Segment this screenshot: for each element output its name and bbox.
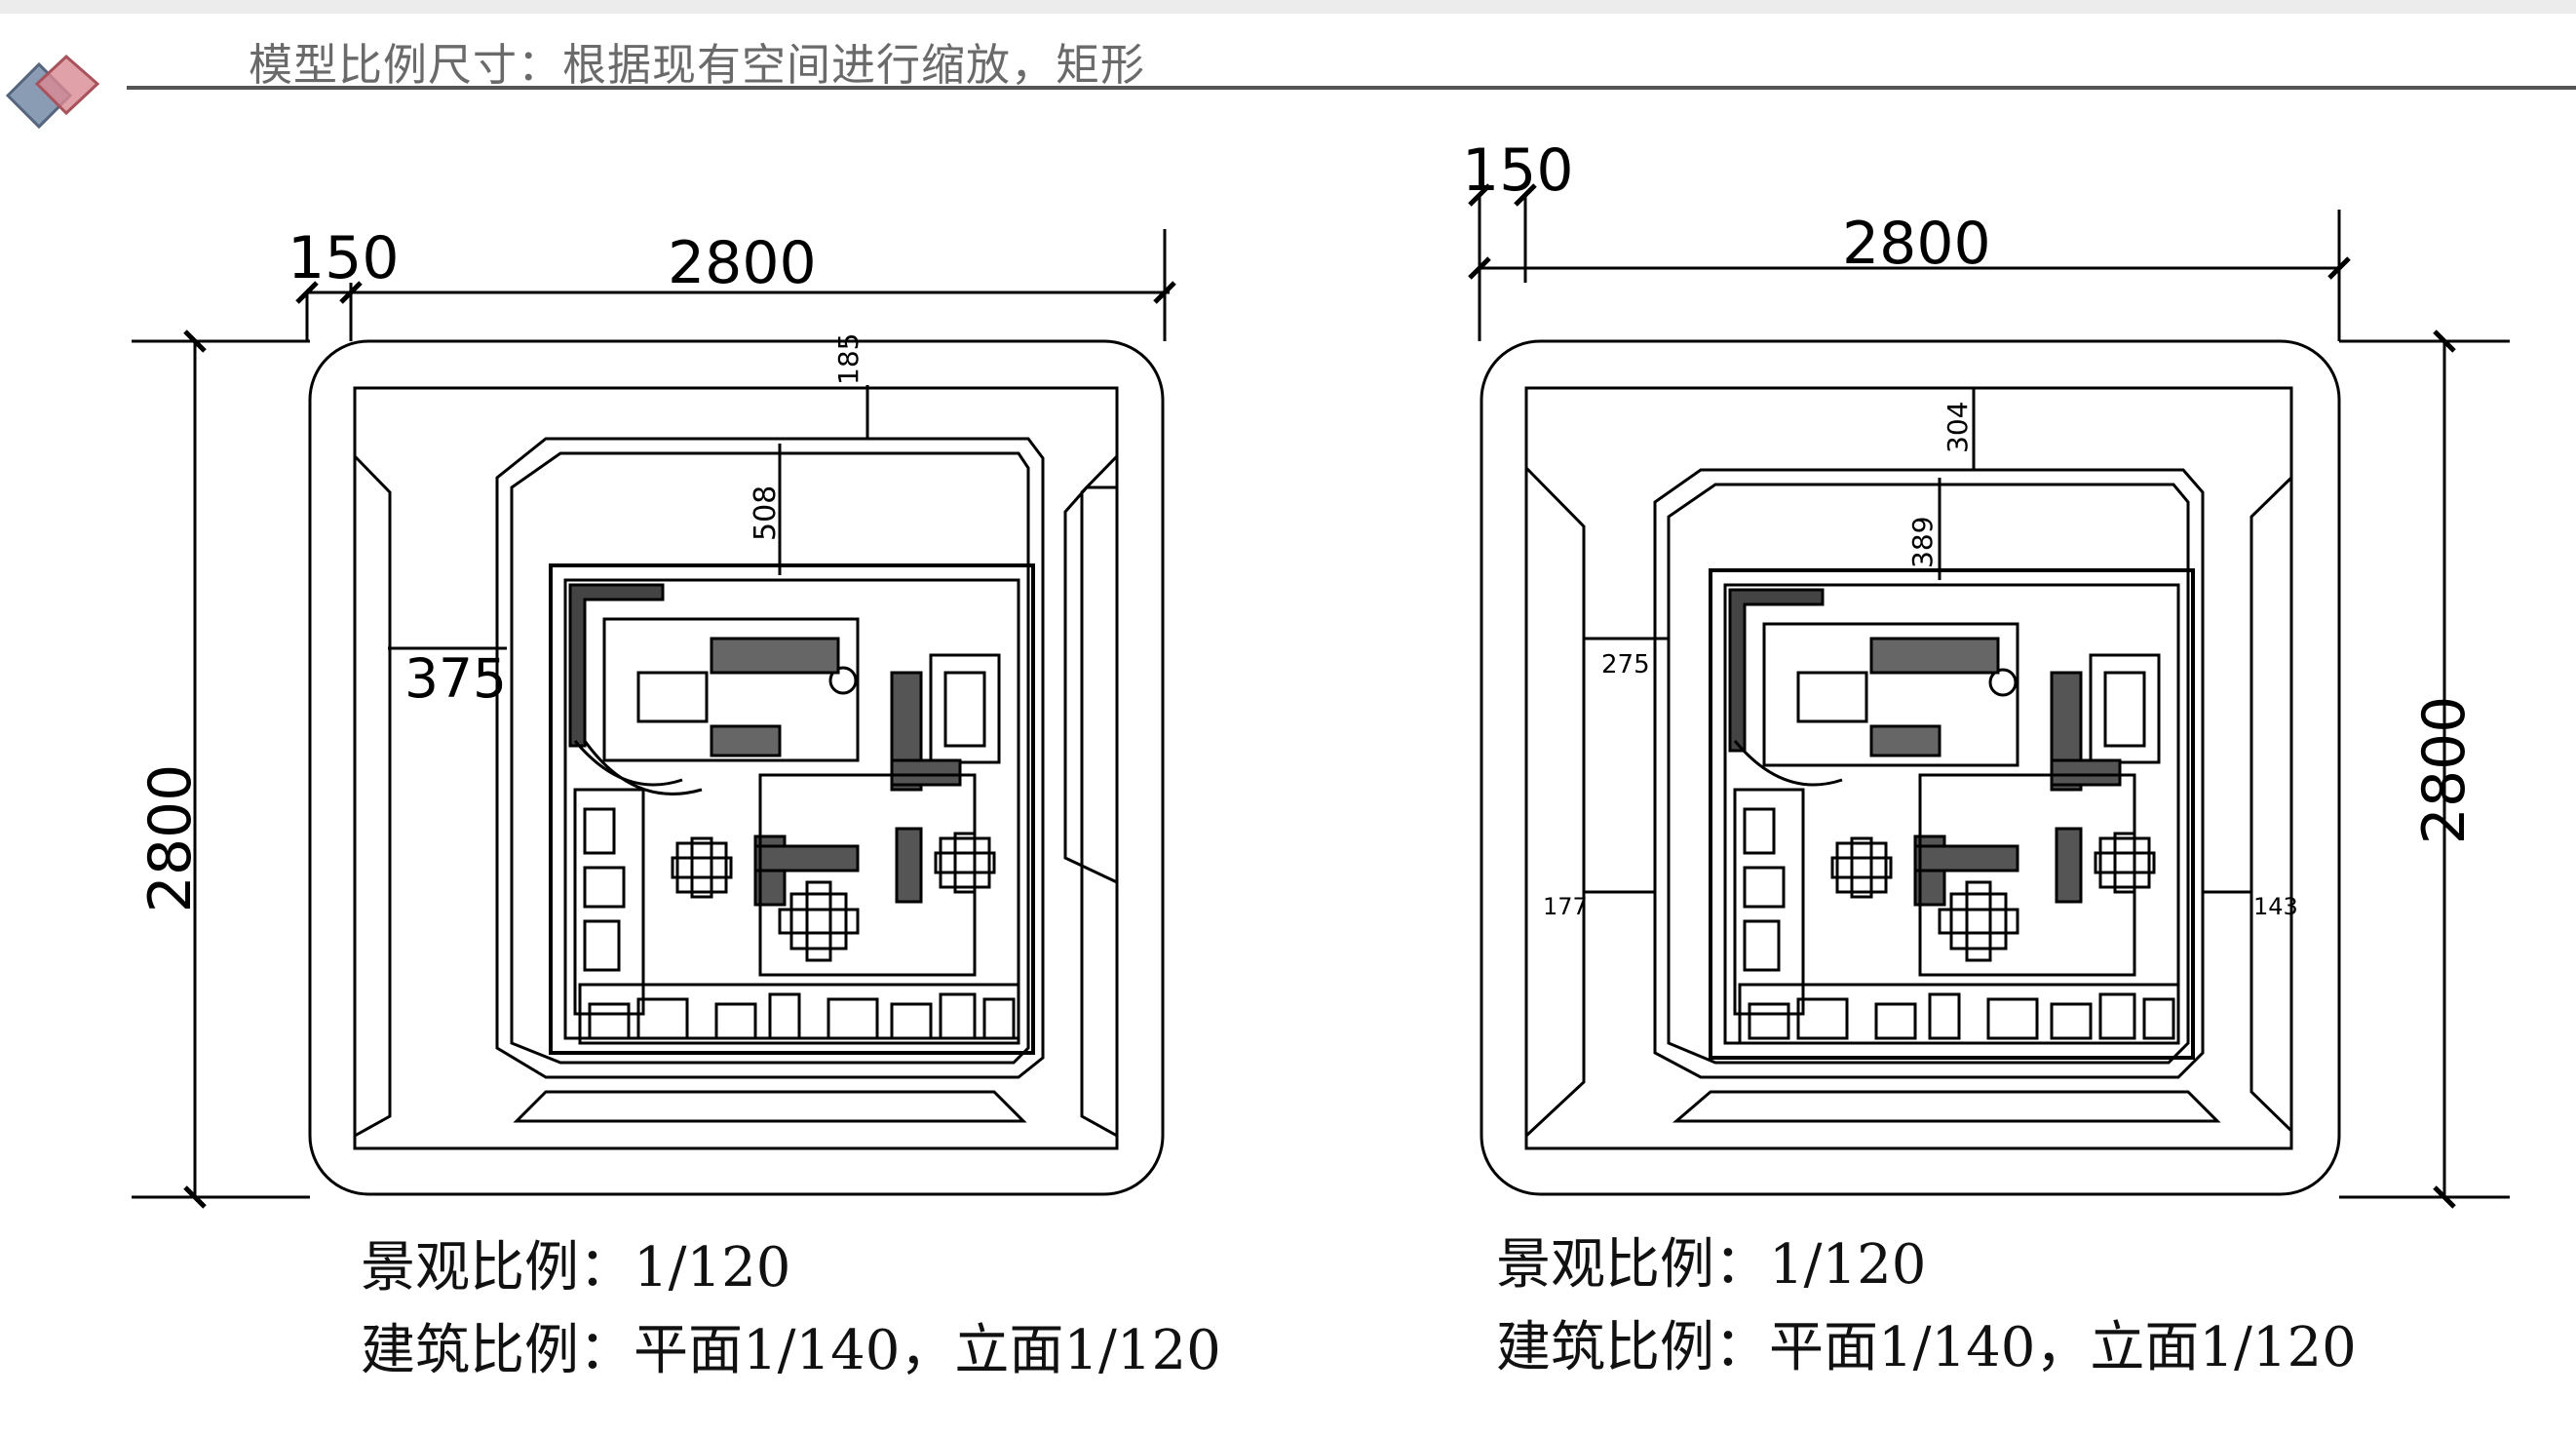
dim-label-275: 275	[1601, 650, 1650, 679]
dim-label-508: 508	[749, 485, 783, 541]
dim-label-304: 304	[1942, 402, 1974, 453]
site-plan-right: 150 2800 2800 275 304 389 177 143	[1267, 0, 2576, 1271]
dim-label-2800-side: 2800	[2410, 696, 2479, 845]
dim-label-185: 185	[832, 333, 865, 385]
page-title: 模型比例尺寸：根据现有空间进行缩放，矩形	[249, 39, 1146, 91]
top-bar	[0, 0, 2576, 14]
left-caption-landscape: 景观比例：1/120	[361, 1236, 791, 1299]
right-caption-landscape: 景观比例：1/120	[1496, 1233, 1927, 1297]
dim-label-177: 177	[1543, 893, 1588, 920]
right-caption-building: 建筑比例：平面1/140，立面1/120	[1496, 1316, 2357, 1379]
dim-label-150: 150	[1462, 136, 1574, 205]
dim-label-375: 375	[404, 647, 507, 710]
dim-label-389: 389	[1906, 517, 1939, 568]
dim-label-150: 150	[288, 224, 400, 292]
dim-label-143: 143	[2253, 893, 2298, 920]
dim-label-2800-top: 2800	[668, 229, 817, 297]
diamond-logo-icon	[5, 54, 100, 130]
dim-label-2800-top: 2800	[1842, 210, 1991, 278]
header-divider	[127, 86, 2576, 90]
dim-label-2800-side: 2800	[136, 764, 205, 913]
left-caption-building: 建筑比例：平面1/140，立面1/120	[361, 1319, 1221, 1382]
site-plan-left: 150 2800 2800 375 185 508	[0, 0, 1267, 1271]
